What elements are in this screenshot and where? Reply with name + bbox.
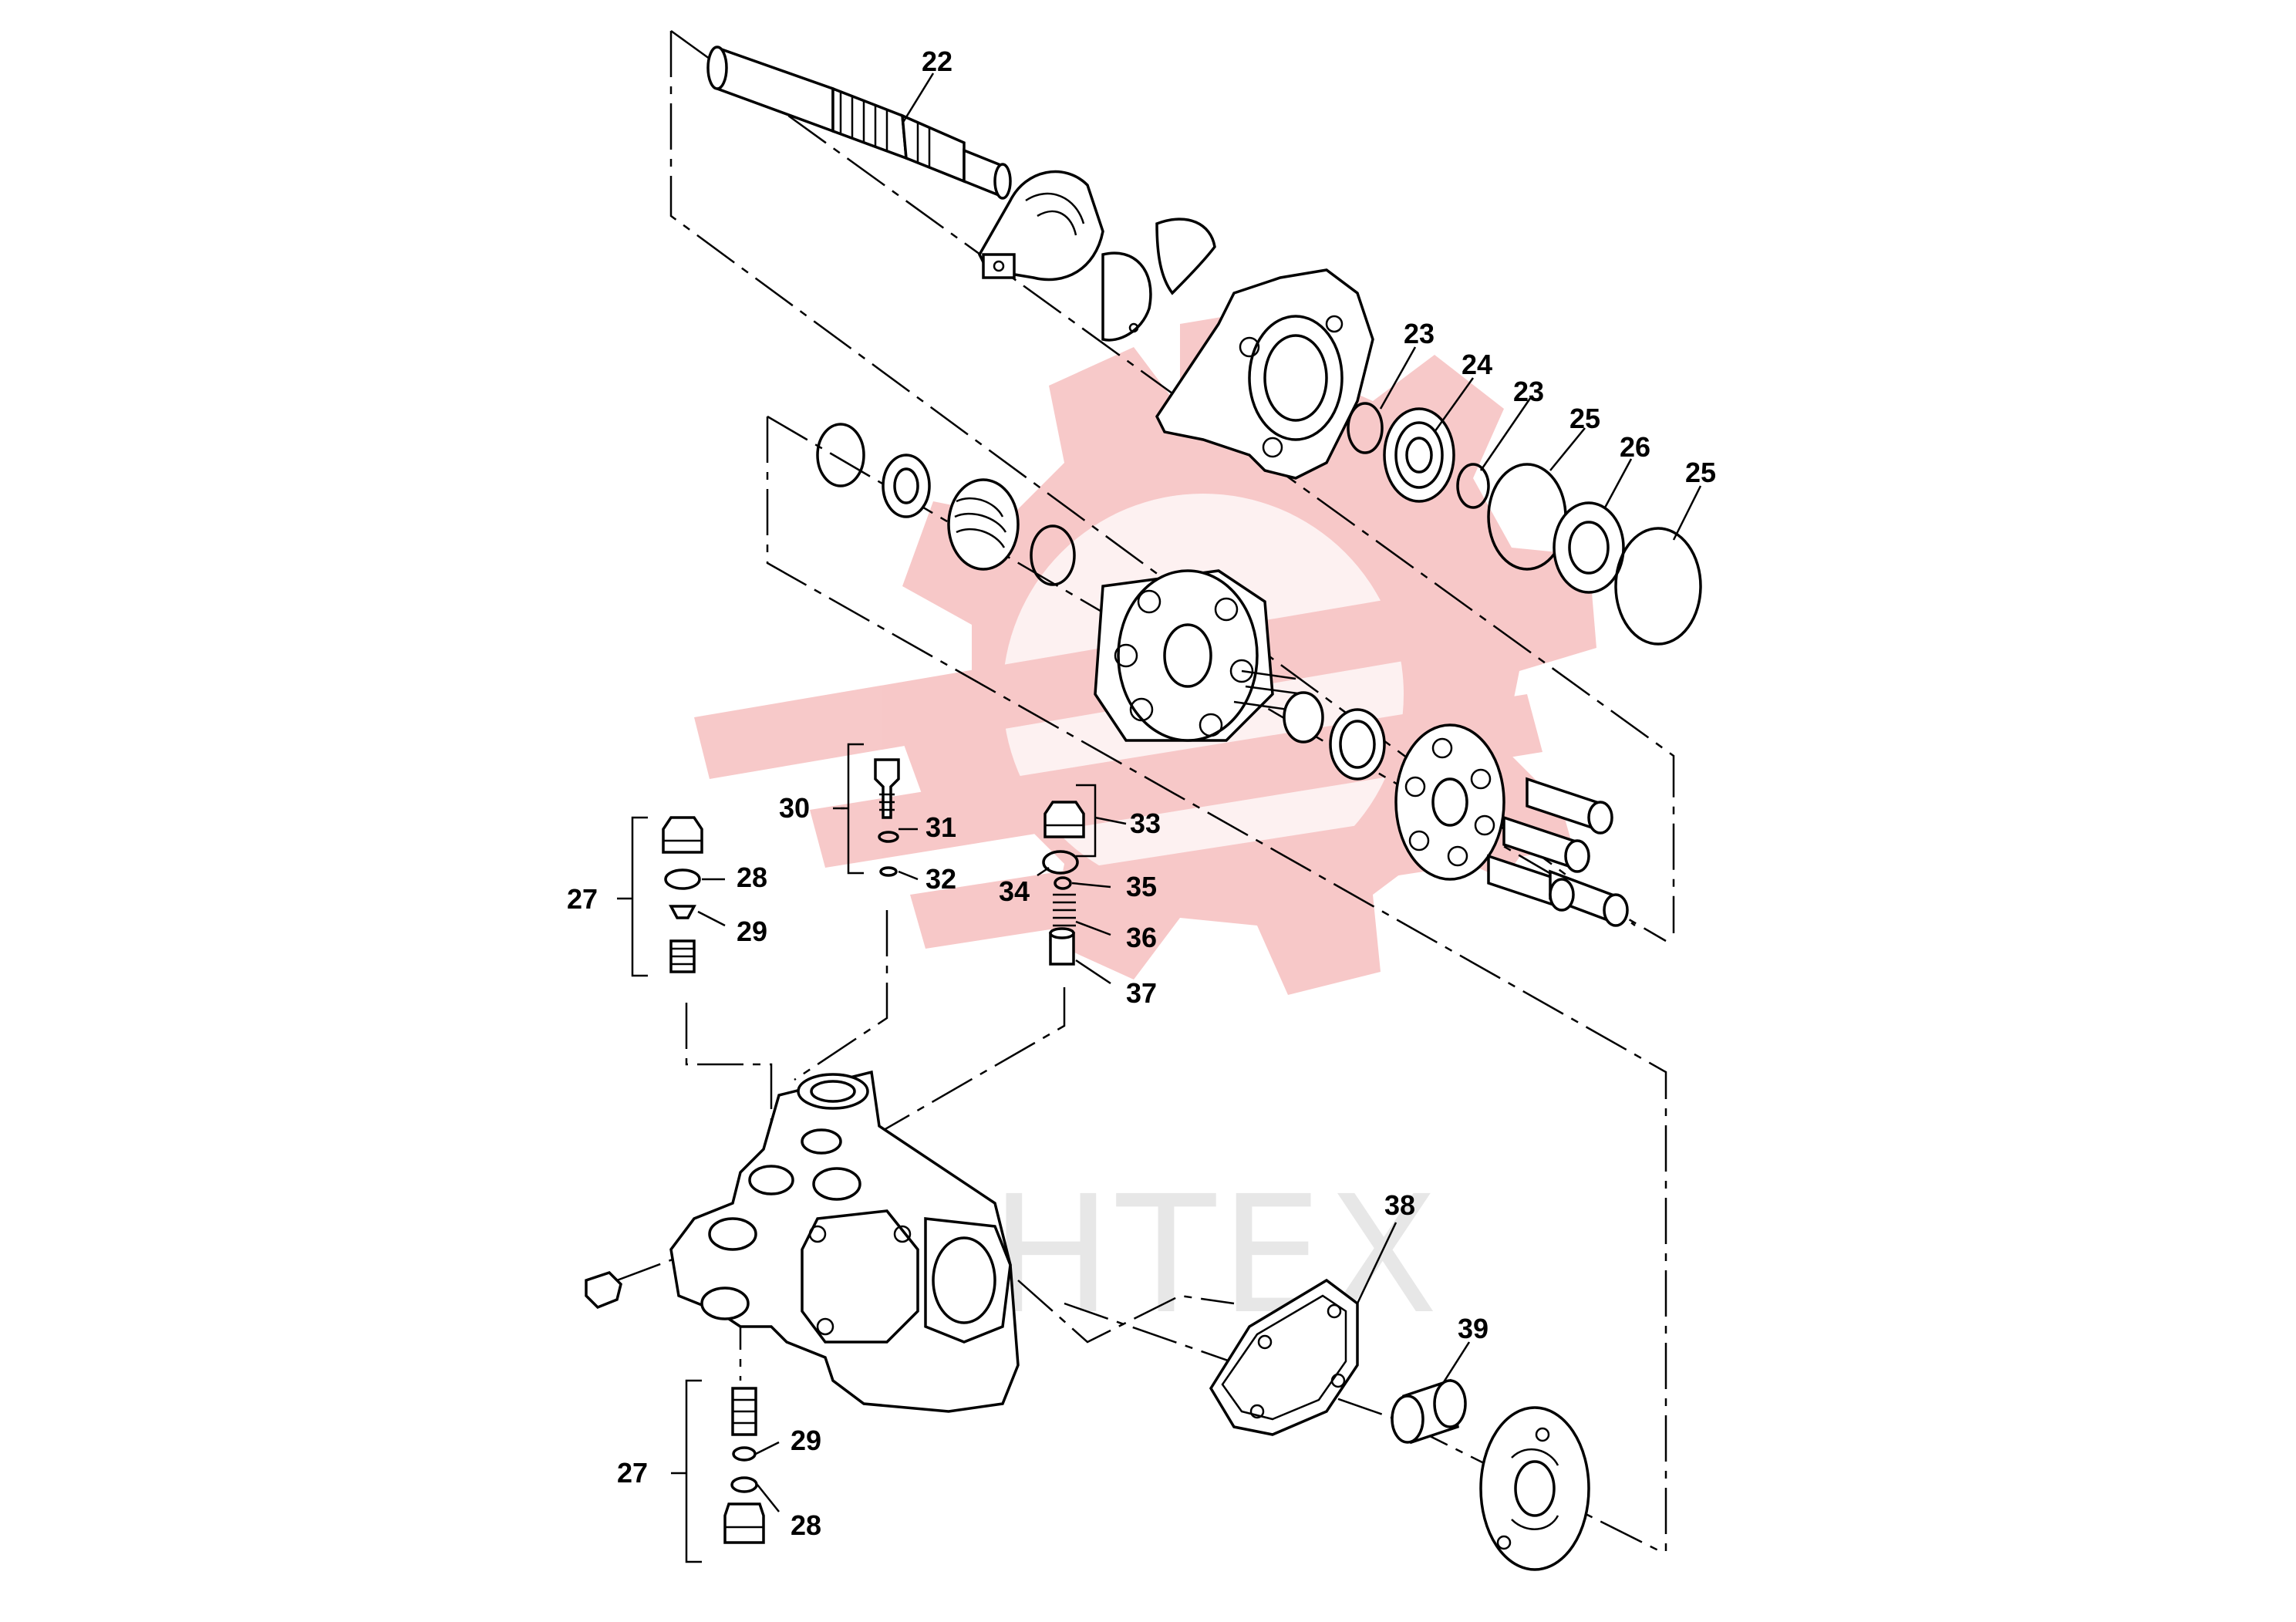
part-29-seat-lower — [732, 1446, 757, 1462]
part-side-plug — [585, 1270, 622, 1310]
callout-28-b: 28 — [791, 1509, 821, 1541]
callout-22: 22 — [922, 46, 952, 77]
callout-34: 34 — [999, 875, 1030, 907]
part-half-bushing-b — [1155, 218, 1216, 295]
part-24-bearing — [1383, 407, 1455, 503]
phantom-line-left-plug — [616, 1256, 679, 1282]
part-pump-housing — [669, 1070, 1020, 1413]
part-28-o-ring-lower — [730, 1476, 758, 1493]
part-26-oil-seal — [1553, 501, 1625, 594]
part-27-check-valve-upper — [662, 816, 703, 854]
part-39-bearing — [1391, 1378, 1467, 1445]
part-25-circlip-b — [1614, 527, 1702, 646]
part-33-plug — [1043, 801, 1085, 838]
phantom-line-housing-right — [1017, 1280, 1235, 1344]
callout-36: 36 — [1126, 922, 1157, 953]
part-spherical-bushing — [1283, 691, 1324, 744]
part-38-gasket — [1209, 1278, 1359, 1436]
part-29-seat-upper — [669, 905, 696, 919]
part-end-plate — [1479, 1406, 1590, 1571]
callout-35: 35 — [1126, 871, 1157, 902]
callout-23-b: 23 — [1513, 376, 1544, 407]
part-36-spring — [1053, 893, 1076, 927]
watermark-arrows — [694, 586, 1573, 949]
callout-25-b: 25 — [1685, 457, 1716, 488]
callout-33: 33 — [1130, 808, 1161, 839]
group-brackets — [617, 743, 1097, 1563]
part-27-check-valve-lower-body — [731, 1387, 757, 1436]
part-30-relief-valve — [874, 758, 900, 819]
part-31-o-ring — [878, 831, 899, 843]
callout-30: 30 — [779, 792, 810, 824]
callout-25-a: 25 — [1569, 403, 1600, 434]
part-half-bushing-a — [1101, 251, 1152, 342]
callout-29-a: 29 — [737, 916, 767, 947]
callout-24: 24 — [1462, 349, 1492, 380]
part-swash-plate — [978, 170, 1104, 282]
part-27-check-valve-upper-body — [669, 939, 696, 973]
part-needle-bearing — [1329, 708, 1386, 781]
part-37-poppet — [1049, 927, 1075, 966]
leader-lines — [697, 73, 1702, 1512]
callout-31: 31 — [925, 811, 956, 843]
callout-26: 26 — [1620, 431, 1650, 463]
part-28-o-ring-upper — [664, 868, 701, 890]
callout-28-a: 28 — [737, 862, 767, 893]
part-27-check-valve-lower-plug — [723, 1502, 765, 1544]
part-spring — [947, 478, 1020, 571]
callout-37: 37 — [1126, 977, 1157, 1009]
part-35-o-ring — [1054, 876, 1072, 890]
phantom-line-valve-left — [685, 1003, 773, 1126]
part-front-flange — [1155, 268, 1374, 480]
callout-39: 39 — [1458, 1313, 1489, 1344]
callout-23-a: 23 — [1404, 318, 1435, 349]
part-23-snap-ring-a — [1347, 402, 1384, 454]
part-32-o-ring — [879, 866, 898, 877]
part-washer — [882, 454, 931, 518]
callout-38: 38 — [1384, 1189, 1415, 1221]
callout-29-b: 29 — [791, 1425, 821, 1456]
part-23-snap-ring-b — [1456, 463, 1490, 509]
part-ring-small — [1030, 524, 1076, 586]
part-o-ring-large — [816, 423, 865, 487]
phantom-line-block-left — [766, 416, 1667, 1558]
part-cylinder-block — [1094, 569, 1274, 742]
part-retainer-plate — [1394, 723, 1505, 881]
phantom-line-shaft-top — [670, 29, 1675, 933]
callout-labels: 22 23 24 23 25 26 25 30 31 32 33 34 35 3… — [567, 46, 1716, 1541]
phantom-line-shaft-side — [669, 31, 1636, 927]
callout-32: 32 — [925, 863, 956, 895]
phantom-line-valve-mid — [794, 910, 888, 1081]
callout-27-b: 27 — [617, 1457, 648, 1489]
callout-27-a: 27 — [567, 883, 598, 915]
phantom-line-valve-right — [863, 987, 1066, 1143]
part-22-drive-shaft — [706, 46, 1012, 200]
part-pins — [1233, 669, 1304, 711]
part-34-o-ring — [1042, 850, 1079, 875]
part-pistons — [1487, 777, 1629, 927]
